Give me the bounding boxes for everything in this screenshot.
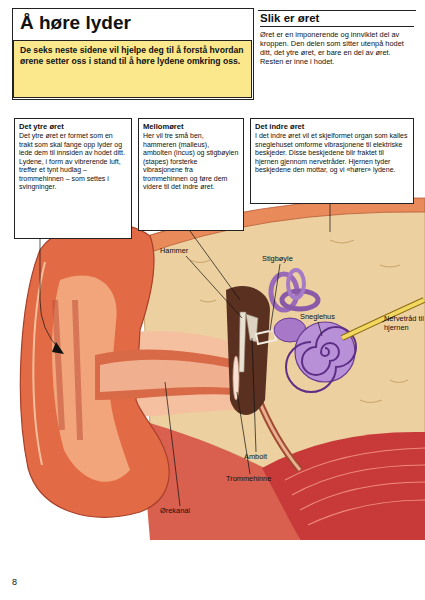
box-body: Det ytre øret er formet som en trakt som… xyxy=(19,132,127,192)
part-label: Hammer xyxy=(160,247,200,256)
callout-box: Det indre øretI det indre øret vil et sk… xyxy=(250,118,414,204)
part-label: Stigbøyle xyxy=(262,255,307,264)
box-heading: Det ytre øret xyxy=(19,122,127,132)
callout-box: MellomøretHer vil tre små ben, hammeren … xyxy=(138,118,244,231)
part-label: Ørekanal xyxy=(160,507,205,516)
box-body: Øret er en imponerende og innviklet del … xyxy=(260,30,414,66)
info-box: Slik er øretØret er en imponerende og in… xyxy=(258,10,416,90)
box-heading: Slik er øret xyxy=(260,11,414,27)
callout-box: Det ytre øretDet ytre øret er formet som… xyxy=(14,118,132,239)
part-label: Trommehinne xyxy=(226,475,281,484)
page-number: 8 xyxy=(12,578,32,587)
page-title: Å høre lyder xyxy=(20,12,131,34)
box-body: Her vil tre små ben, hammeren (malleus),… xyxy=(143,132,239,192)
box-heading: Mellomøret xyxy=(143,122,239,132)
box-text: De seks neste sidene vil hjelpe deg til … xyxy=(20,45,245,67)
intro-box: De seks neste sidene vil hjelpe deg til … xyxy=(13,40,252,98)
part-label: Nervetråd til hjernen xyxy=(384,315,424,332)
box-body: I det indre øret vil et skjelformet orga… xyxy=(255,132,409,175)
box-heading: Det indre øret xyxy=(255,122,409,132)
part-label: Sneglehus xyxy=(300,313,345,322)
part-label: Ambolt xyxy=(244,453,284,462)
